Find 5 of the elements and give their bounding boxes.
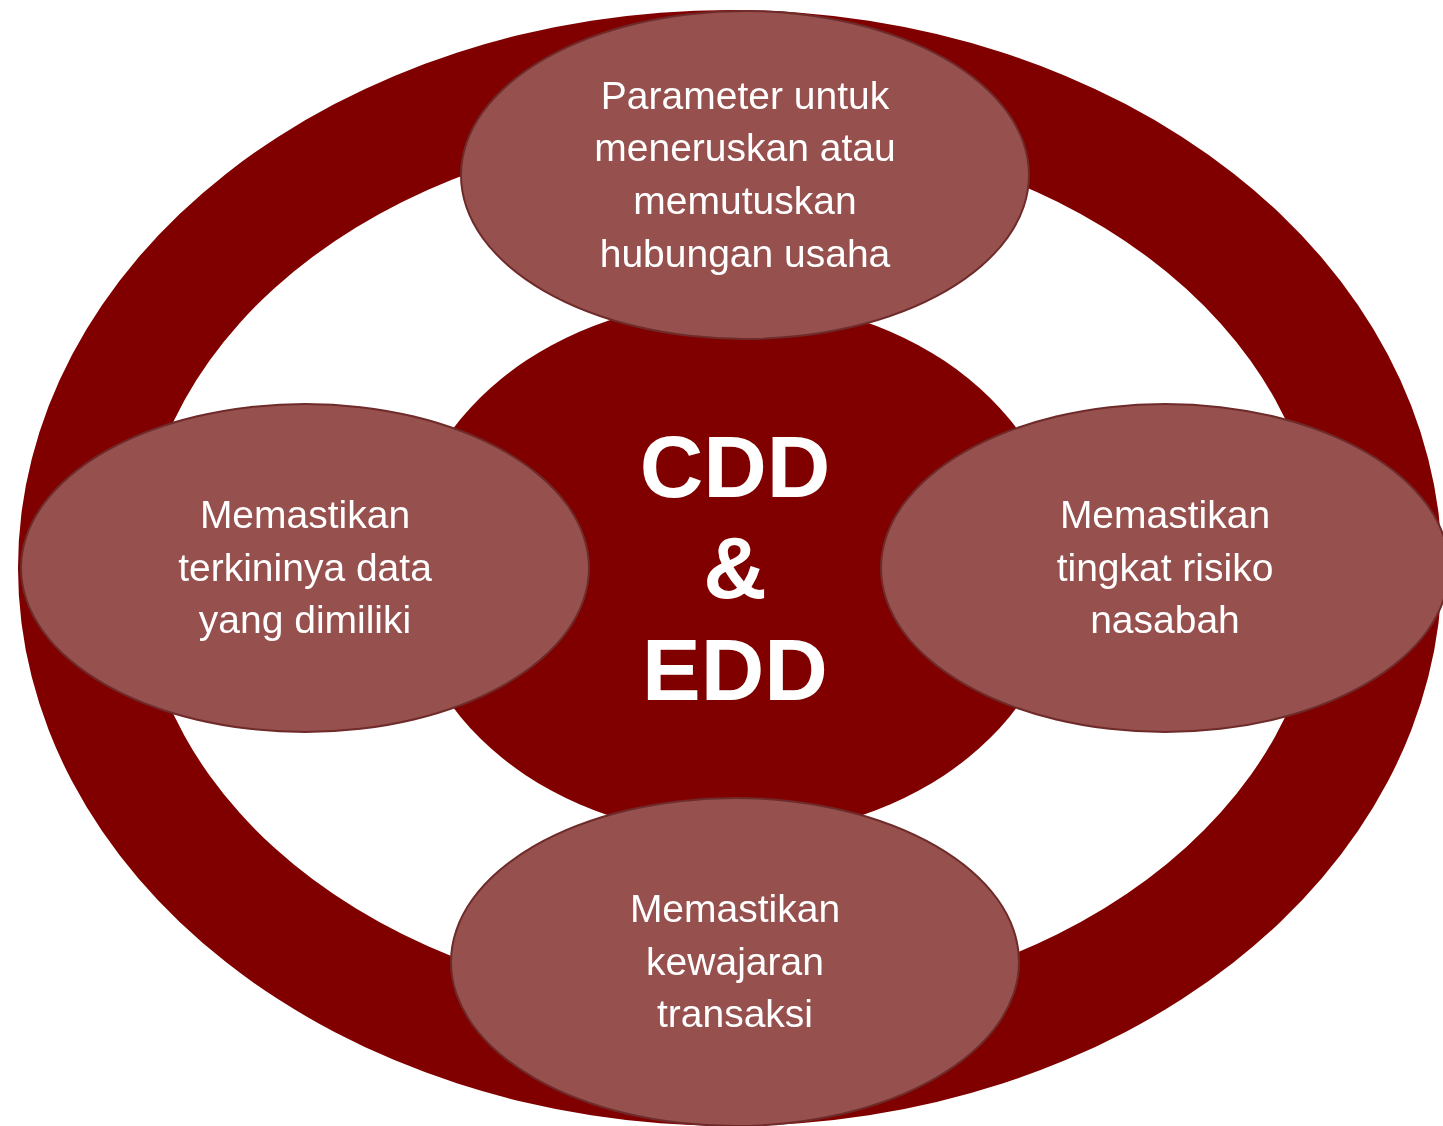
topic-text: Memastikan kewajaran transaksi: [628, 886, 842, 1038]
topic-text: Memastikan terkininya data yang dimiliki: [177, 492, 433, 644]
center-title: CDD & EDD: [638, 416, 832, 720]
topic-text: Memastikan tingkat risiko nasabah: [1055, 492, 1275, 644]
topic-text: Parameter untuk meneruskan atau memutuskan hubungan usaha: [593, 72, 897, 277]
